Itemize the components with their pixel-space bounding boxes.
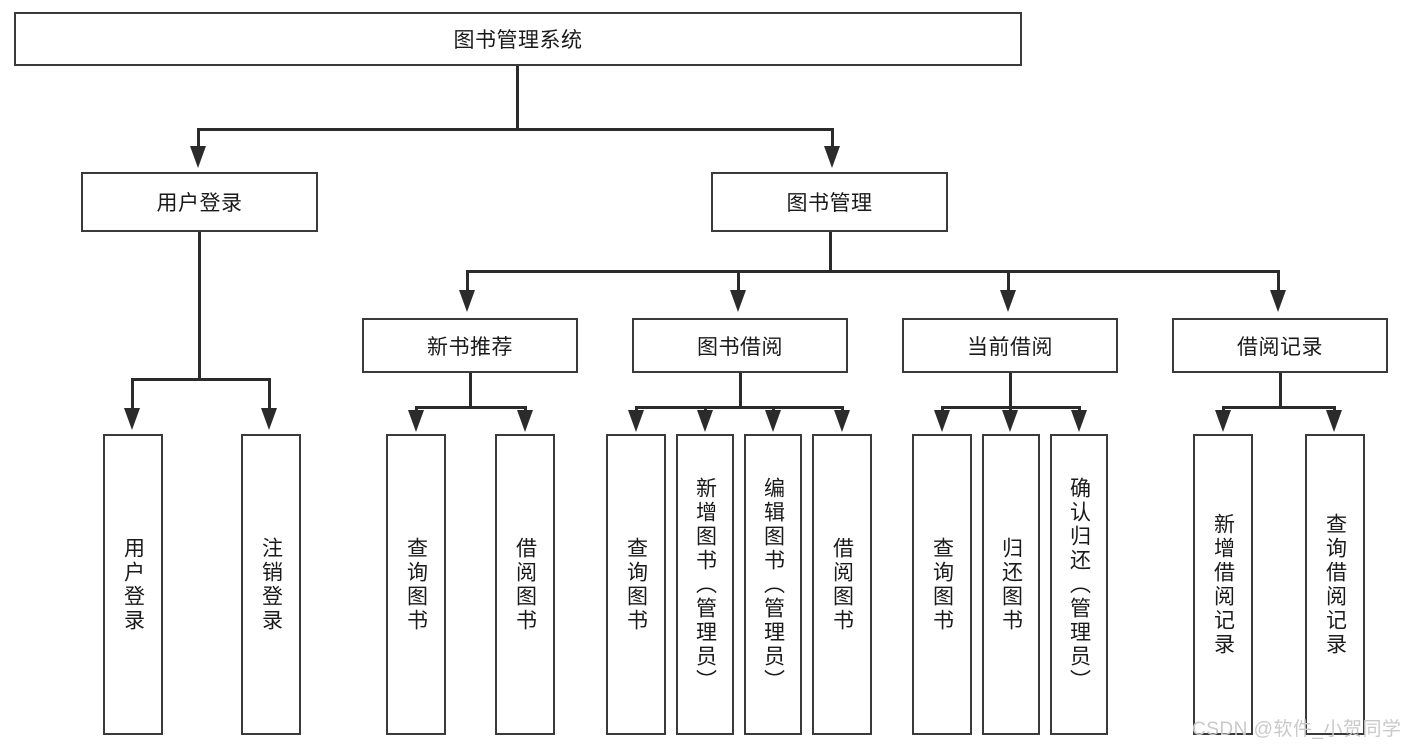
edge-current-borrow-stem bbox=[1009, 373, 1012, 409]
arrowhead-leaf-borrow-book-1 bbox=[517, 410, 533, 432]
edge-level2-drop-1 bbox=[466, 270, 469, 292]
node-label: 用户登录 bbox=[121, 536, 145, 633]
arrowhead-book-mgmt bbox=[824, 146, 840, 168]
node-label: 归还图书 bbox=[999, 536, 1023, 633]
arrowhead-leaf-edit-book bbox=[765, 410, 781, 432]
edge-new-book-bus bbox=[415, 406, 527, 409]
node-label: 编辑图书（管理员） bbox=[761, 476, 785, 693]
edge-book-borrow-stem bbox=[739, 373, 742, 409]
arrowhead-leaf-query-book-2 bbox=[628, 410, 644, 432]
edge-borrow-record-stem bbox=[1279, 373, 1282, 409]
edge-level1-bus bbox=[197, 128, 834, 131]
node-label: 注销登录 bbox=[259, 536, 283, 633]
node-book-borrow[interactable]: 图书借阅 bbox=[632, 318, 848, 373]
edge-user-login-bus bbox=[131, 378, 271, 381]
edge-new-book-stem bbox=[469, 373, 472, 409]
node-label: 图书借阅 bbox=[697, 335, 783, 359]
edge-level2-drop-4 bbox=[1277, 270, 1280, 292]
node-label: 借阅图书 bbox=[830, 536, 854, 633]
node-leaf-query-book-recommend[interactable]: 查询图书 bbox=[386, 434, 446, 735]
node-leaf-edit-book-admin[interactable]: 编辑图书（管理员） bbox=[744, 434, 802, 735]
edge-borrow-record-bus bbox=[1222, 406, 1336, 409]
edge-root-to-user-login bbox=[197, 128, 200, 150]
node-label: 新增借阅记录 bbox=[1211, 512, 1235, 657]
arrowhead-new-book-recommend bbox=[459, 290, 475, 312]
node-label: 新增图书（管理员） bbox=[693, 476, 717, 693]
node-label: 图书管理 bbox=[786, 192, 873, 215]
node-leaf-borrow-book-recommend[interactable]: 借阅图书 bbox=[495, 434, 555, 735]
arrowhead-user-login bbox=[190, 146, 206, 168]
node-label: 借阅记录 bbox=[1237, 335, 1323, 359]
arrowhead-leaf-user-login bbox=[124, 408, 140, 430]
node-leaf-add-borrow-record[interactable]: 新增借阅记录 bbox=[1193, 434, 1253, 735]
arrowhead-leaf-borrow-book-2 bbox=[834, 410, 850, 432]
arrowhead-leaf-query-record bbox=[1326, 410, 1342, 432]
node-label: 查询借阅记录 bbox=[1323, 512, 1347, 657]
watermark-text: CSDN @软件_小贺同学 bbox=[1192, 719, 1402, 740]
node-label: 确认归还（管理员） bbox=[1067, 476, 1091, 693]
node-leaf-confirm-return-admin[interactable]: 确认归还（管理员） bbox=[1050, 434, 1108, 735]
edge-level2-drop-3 bbox=[1007, 270, 1010, 292]
node-user-login[interactable]: 用户登录 bbox=[81, 172, 318, 232]
arrowhead-leaf-logout bbox=[261, 408, 277, 430]
node-leaf-return-book[interactable]: 归还图书 bbox=[982, 434, 1040, 735]
node-leaf-query-borrow-record[interactable]: 查询借阅记录 bbox=[1305, 434, 1365, 735]
edge-book-mgmt-stem bbox=[829, 232, 832, 272]
arrowhead-leaf-add-book bbox=[697, 410, 713, 432]
node-label: 图书管理系统 bbox=[453, 29, 583, 52]
arrowhead-borrow-record bbox=[1270, 290, 1286, 312]
node-borrow-record[interactable]: 借阅记录 bbox=[1172, 318, 1388, 373]
edge-level2-bus bbox=[466, 270, 1280, 273]
arrowhead-leaf-confirm-return bbox=[1071, 410, 1087, 432]
node-label: 借阅图书 bbox=[513, 536, 537, 633]
edge-user-login-drop-1 bbox=[131, 378, 134, 410]
edge-level2-drop-2 bbox=[737, 270, 740, 292]
node-label: 查询图书 bbox=[624, 536, 648, 633]
node-current-borrow[interactable]: 当前借阅 bbox=[902, 318, 1118, 373]
edge-book-borrow-bus bbox=[635, 406, 844, 409]
node-root-system[interactable]: 图书管理系统 bbox=[14, 12, 1022, 66]
edge-root-stem bbox=[516, 66, 519, 130]
node-leaf-borrow-book[interactable]: 借阅图书 bbox=[812, 434, 872, 735]
node-book-management[interactable]: 图书管理 bbox=[711, 172, 948, 232]
arrowhead-leaf-return-book bbox=[1002, 410, 1018, 432]
node-label: 用户登录 bbox=[156, 192, 243, 215]
node-leaf-add-book-admin[interactable]: 新增图书（管理员） bbox=[676, 434, 734, 735]
arrowhead-leaf-query-book-3 bbox=[934, 410, 950, 432]
arrowhead-book-borrow bbox=[730, 290, 746, 312]
node-label: 查询图书 bbox=[404, 536, 428, 633]
edge-user-login-stem bbox=[198, 232, 201, 380]
node-label: 当前借阅 bbox=[967, 335, 1053, 359]
edge-user-login-drop-2 bbox=[268, 378, 271, 410]
arrowhead-leaf-query-book-1 bbox=[408, 410, 424, 432]
node-leaf-logout[interactable]: 注销登录 bbox=[241, 434, 301, 735]
edge-root-to-book-mgmt bbox=[831, 128, 834, 150]
node-leaf-query-book-borrow[interactable]: 查询图书 bbox=[606, 434, 666, 735]
node-leaf-user-login[interactable]: 用户登录 bbox=[103, 434, 163, 735]
node-new-book-recommend[interactable]: 新书推荐 bbox=[362, 318, 578, 373]
node-label: 查询图书 bbox=[930, 536, 954, 633]
arrowhead-current-borrow bbox=[1000, 290, 1016, 312]
node-label: 新书推荐 bbox=[427, 335, 513, 359]
arrowhead-leaf-add-record bbox=[1215, 410, 1231, 432]
node-leaf-query-book-current[interactable]: 查询图书 bbox=[912, 434, 972, 735]
